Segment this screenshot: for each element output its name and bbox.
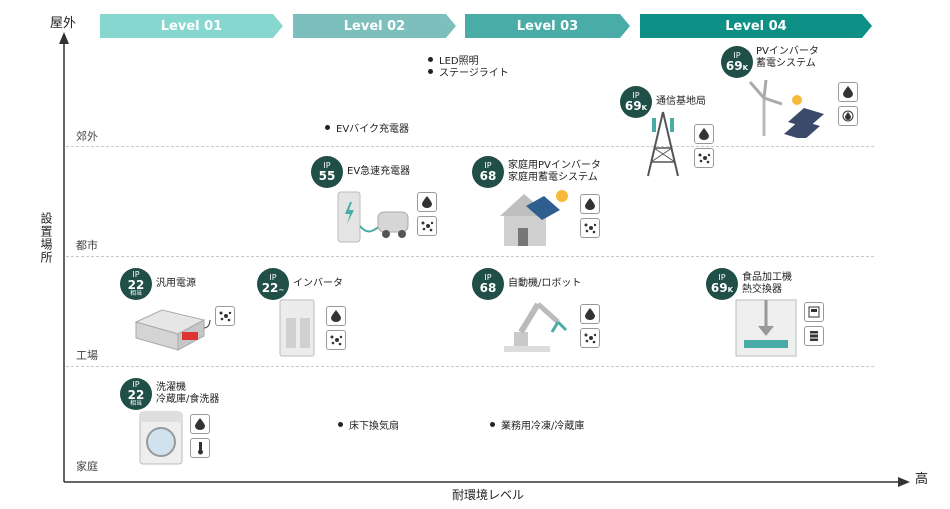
product-label: EV急速充電器 — [347, 166, 411, 177]
product-label: PVインバータ蓄電システム — [756, 46, 819, 69]
water-drop-icon — [417, 192, 437, 212]
dust-icon — [694, 148, 714, 168]
row-divider — [66, 146, 874, 147]
water-drop-icon — [580, 304, 600, 324]
robot-arm-icon — [504, 302, 568, 352]
ip-badge: IP 55 — [311, 156, 343, 188]
y-axis-title: 設置場所 — [39, 212, 53, 264]
water-drop-icon — [838, 82, 858, 102]
water-drop-icon — [580, 194, 600, 214]
dust-icon — [417, 216, 437, 236]
row-label-suburb: 郊外 — [76, 130, 98, 143]
dust-icon — [580, 328, 600, 348]
water-drop-icon — [694, 124, 714, 144]
washing-machine-icon — [139, 411, 183, 465]
house-solar-icon — [500, 190, 568, 246]
ip-badge: IP 69K — [721, 46, 753, 78]
row-label-city: 都市 — [76, 239, 98, 252]
gauge-icon — [804, 302, 824, 322]
ip-badge: IP 69K — [620, 86, 652, 118]
bullet-stage-light: ステージライト — [428, 64, 509, 79]
power-supply-icon — [134, 309, 211, 351]
row-label-factory: 工場 — [76, 349, 98, 362]
water-drop-icon — [326, 306, 346, 326]
row-divider — [66, 366, 874, 367]
product-label: 食品加工機熱交換器 — [742, 272, 792, 295]
level-banner-02: Level 02 — [293, 14, 456, 38]
x-axis-title: 耐環境レベル — [452, 488, 525, 502]
container-icon — [804, 326, 824, 346]
product-label: 家庭用PVインバータ家庭用蓄電システム — [508, 160, 601, 183]
ip-badge: IP 69K — [706, 268, 738, 300]
water-drop-icon — [190, 414, 210, 434]
temperature-icon — [190, 438, 210, 458]
ip-badge: IP 68 — [472, 156, 504, 188]
cell-tower-icon — [647, 111, 679, 177]
row-divider — [66, 256, 874, 257]
wind-solar-icon — [748, 79, 824, 138]
product-label: 汎用電源 — [156, 278, 196, 289]
dust-icon — [326, 330, 346, 350]
y-axis-top-label: 屋外 — [50, 16, 77, 31]
level-banner-04: Level 04 — [640, 14, 872, 38]
inverter-device-icon — [279, 299, 315, 357]
dust-icon — [215, 306, 235, 326]
bullet-commercial-fridge: 業務用冷凍/冷蔵庫 — [490, 417, 584, 432]
x-axis-end-label: 高 — [915, 472, 929, 487]
water-resistance-icon — [838, 106, 858, 126]
level-banner-01: Level 01 — [100, 14, 283, 38]
ip-badge: IP 22~ — [257, 268, 289, 300]
ev-charger-icon — [337, 191, 409, 243]
level-banner-03: Level 03 — [465, 14, 630, 38]
product-label: 洗濯機冷蔵庫/食洗器 — [156, 382, 220, 405]
product-label: インバータ — [293, 278, 343, 289]
bullet-led-lighting: LED照明 — [428, 52, 479, 67]
food-processor-icon — [735, 299, 797, 357]
dust-icon — [580, 218, 600, 238]
product-label: 通信基地局 — [656, 96, 706, 107]
bullet-ev-bike-charger: EVバイク充電器 — [325, 120, 409, 135]
ip-badge: IP 22 相当 — [120, 268, 152, 300]
ip-badge: IP 68 — [472, 268, 504, 300]
product-label: 自動機/ロボット — [508, 278, 582, 289]
bullet-underfloor-fan: 床下換気扇 — [338, 417, 399, 432]
ip-badge: IP 22 相当 — [120, 378, 152, 410]
row-label-home: 家庭 — [76, 460, 98, 473]
